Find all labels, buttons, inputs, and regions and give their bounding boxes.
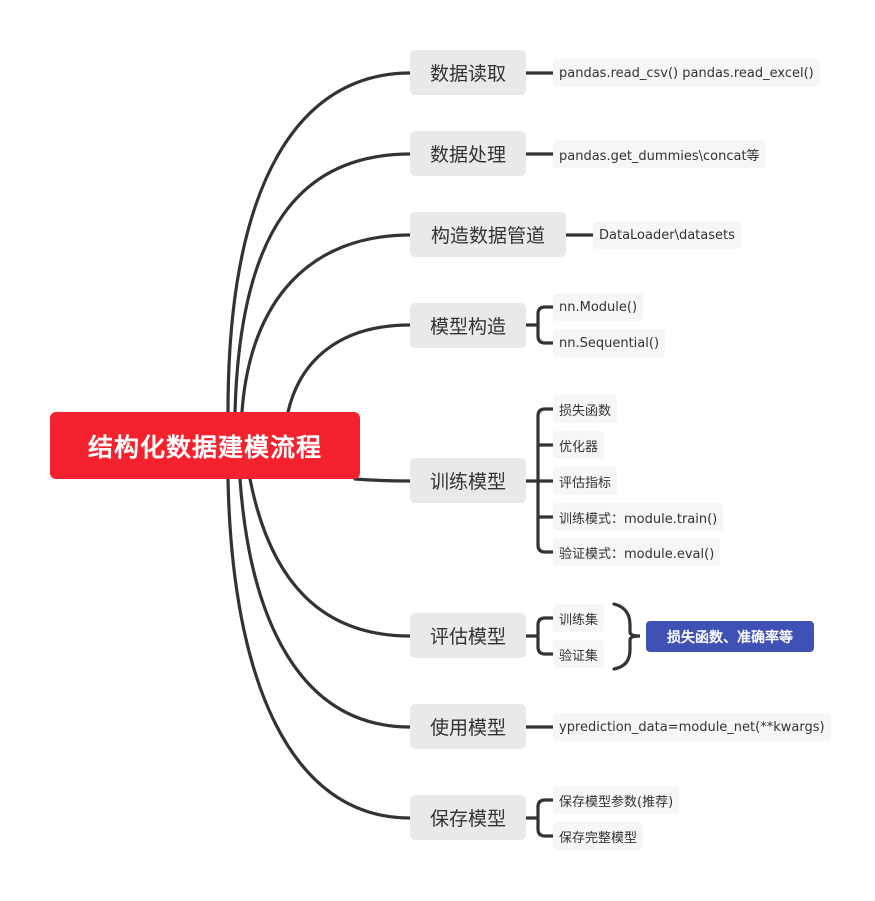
link-b6-leaves — [524, 616, 555, 656]
link-root-branch-8 — [226, 477, 412, 820]
summary-brace — [612, 602, 641, 671]
branch-data-processing[interactable]: 数据处理 — [410, 131, 526, 176]
leaf-loss-function[interactable]: 损失函数 — [553, 395, 618, 423]
link-root-branch-1 — [226, 71, 412, 414]
branch-data-pipeline[interactable]: 构造数据管道 — [410, 212, 566, 257]
leaf-nn-sequential[interactable]: nn.Sequential() — [553, 329, 666, 357]
leaf-optimizer[interactable]: 优化器 — [553, 431, 605, 459]
leaf-validation-set[interactable]: 验证集 — [553, 640, 605, 668]
link-b4-leaves — [524, 305, 555, 345]
link-b5-leaves — [524, 407, 555, 554]
link-root-branch-4 — [286, 323, 412, 414]
leaf-prediction[interactable]: yprediction_data=module_net(**kwargs) — [553, 713, 831, 741]
link-root-branch-5 — [353, 477, 412, 483]
leaf-save-params[interactable]: 保存模型参数(推荐) — [553, 786, 680, 814]
leaf-dataloader[interactable]: DataLoader\datasets — [593, 221, 741, 249]
leaf-eval-mode[interactable]: 验证模式：module.eval() — [553, 538, 721, 566]
link-root-branch-3 — [240, 233, 412, 414]
branch-train-model[interactable]: 训练模型 — [410, 458, 526, 503]
link-root-branch-6 — [248, 477, 412, 638]
branch-save-model[interactable]: 保存模型 — [410, 795, 526, 840]
link-root-branch-2 — [233, 152, 412, 414]
summary-loss-accuracy[interactable]: 损失函数、准确率等 — [646, 621, 814, 652]
branch-data-reading[interactable]: 数据读取 — [410, 50, 526, 95]
leaf-metrics[interactable]: 评估指标 — [553, 467, 618, 495]
link-b8-leaves — [524, 798, 555, 838]
leaf-train-set[interactable]: 训练集 — [553, 604, 605, 632]
leaf-read-functions[interactable]: pandas.read_csv() pandas.read_excel() — [553, 59, 820, 87]
root-node[interactable]: 结构化数据建模流程 — [50, 412, 360, 479]
leaf-train-mode[interactable]: 训练模式：module.train() — [553, 503, 724, 531]
leaf-save-full-model[interactable]: 保存完整模型 — [553, 822, 644, 850]
leaf-nn-module[interactable]: nn.Module() — [553, 293, 644, 321]
branch-evaluate-model[interactable]: 评估模型 — [410, 613, 526, 658]
branch-model-construction[interactable]: 模型构造 — [410, 303, 526, 348]
leaf-processing-functions[interactable]: pandas.get_dummies\concat等 — [553, 140, 766, 168]
branch-use-model[interactable]: 使用模型 — [410, 704, 526, 749]
link-root-branch-7 — [238, 477, 412, 729]
